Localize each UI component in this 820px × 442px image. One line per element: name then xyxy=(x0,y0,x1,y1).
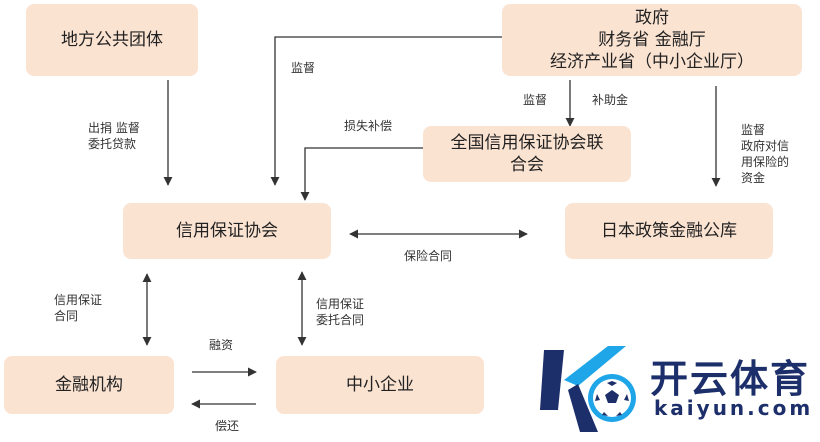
node-credit-guarantee-label: 信用保证协会 xyxy=(176,221,278,241)
label-supervision-mid-text: 监督 xyxy=(523,93,548,107)
node-jfc-label: 日本政策金融公库 xyxy=(601,221,737,241)
node-federation-line2: 合会 xyxy=(510,155,544,175)
node-local-public-label: 地方公共团体 xyxy=(61,30,163,50)
node-national-federation: 全国信用保证协会联 合会 xyxy=(423,126,631,182)
edge-gov-to-cga xyxy=(270,36,502,186)
label-financing: 融资 xyxy=(209,337,233,353)
node-sme: 中小企业 xyxy=(276,356,484,414)
node-government: 政府 财务省 金融厅 经济产业省（中小企业厅） xyxy=(502,4,802,76)
watermark-logo: 开云体育 kaiyun.com xyxy=(538,340,816,440)
node-local-public: 地方公共团体 xyxy=(26,4,198,76)
node-government-line3: 经济产业省（中小企业厅） xyxy=(550,52,754,72)
label-repayment-text: 偿还 xyxy=(215,419,240,433)
label-guarantee-contract-line1: 信用保证 xyxy=(54,293,103,307)
node-credit-guarantee: 信用保证协会 xyxy=(123,203,331,259)
label-subsidy: 补助金 xyxy=(592,92,628,108)
label-supervision-left: 监督 xyxy=(291,60,315,76)
label-gov-to-jfc-line1: 监督 xyxy=(741,123,766,137)
label-supervision-mid: 监督 xyxy=(523,92,547,108)
watermark-brand-en: kaiyun.com xyxy=(654,396,814,420)
node-federation-line1: 全国信用保证协会联 xyxy=(450,133,604,153)
label-loss-compensation: 损失补偿 xyxy=(344,118,392,134)
label-insurance-contract: 保险合同 xyxy=(404,248,452,264)
label-guarantee-contract: 信用保证 合同 xyxy=(54,292,102,324)
node-jfc: 日本政策金融公库 xyxy=(565,203,773,259)
label-entrustment-contract-line2: 委托合同 xyxy=(316,313,365,327)
label-local-to-cga-line2: 委托贷款 xyxy=(88,137,137,151)
label-loss-compensation-text: 损失补偿 xyxy=(344,119,393,133)
label-entrustment-contract-line1: 信用保证 xyxy=(316,297,365,311)
node-fi-label: 金融机构 xyxy=(55,375,123,395)
kaiyun-logo-icon xyxy=(540,346,636,432)
edge-federation-to-cga xyxy=(300,147,423,201)
label-gov-to-jfc-line4: 资金 xyxy=(741,171,766,185)
watermark-brand-cn: 开云体育 xyxy=(650,357,811,401)
node-government-line1: 政府 xyxy=(635,8,669,28)
label-gov-to-jfc: 监督 政府对信 用保险的 资金 xyxy=(741,122,789,186)
label-local-to-cga: 出捐 监督 委托贷款 xyxy=(88,120,140,152)
label-gov-to-jfc-line2: 政府对信 xyxy=(741,139,790,153)
label-insurance-contract-text: 保险合同 xyxy=(404,249,453,263)
node-financial-institution: 金融机构 xyxy=(4,356,174,414)
label-guarantee-contract-line2: 合同 xyxy=(54,309,79,323)
label-entrustment-contract: 信用保证 委托合同 xyxy=(316,296,364,328)
label-supervision-left-text: 监督 xyxy=(291,61,316,75)
label-repayment: 偿还 xyxy=(215,418,239,434)
node-sme-label: 中小企业 xyxy=(346,375,414,395)
label-gov-to-jfc-line3: 用保险的 xyxy=(741,155,790,169)
label-local-to-cga-line1: 出捐 监督 xyxy=(88,121,140,135)
label-subsidy-text: 补助金 xyxy=(592,93,629,107)
label-financing-text: 融资 xyxy=(209,338,234,352)
node-government-line2: 财务省 金融厅 xyxy=(598,30,706,50)
